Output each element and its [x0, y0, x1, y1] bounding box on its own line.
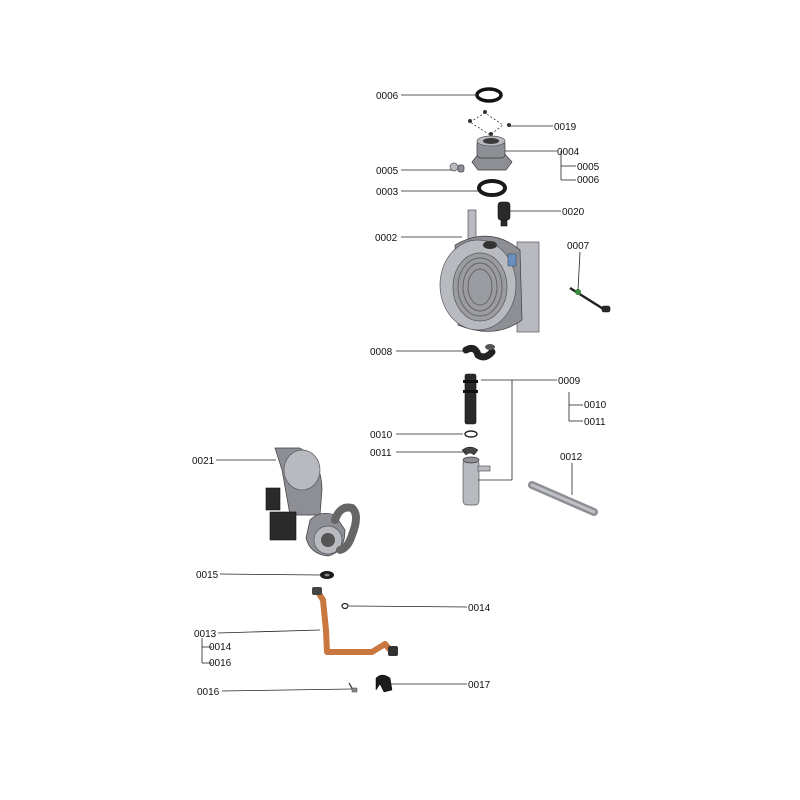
- callout-0013: 0013: [194, 629, 217, 640]
- callout-0013-sub-0014: 0014: [209, 642, 232, 653]
- part-0019-screws[interactable]: [468, 110, 511, 136]
- callout-0009: 0009: [558, 376, 581, 387]
- callout-0013-sub-0016: 0016: [209, 658, 232, 669]
- part-0002-heat-exchanger[interactable]: [439, 209, 540, 333]
- part-0015-washer[interactable]: [320, 571, 334, 579]
- callout-0004: 0004: [557, 147, 580, 158]
- callout-0006: 0006: [376, 91, 399, 102]
- leader-lines: [201, 94, 583, 692]
- part-0021-fan-gas-valve-assembly[interactable]: [265, 447, 360, 557]
- callout-0005: 0005: [376, 166, 399, 177]
- callout-0010: 0010: [370, 430, 393, 441]
- callout-0007: 0007: [567, 241, 590, 252]
- part-0017-clip[interactable]: [375, 674, 393, 693]
- callout-labels: 0006 0019 0004 0005 0006 0005 0003 0020 …: [192, 91, 607, 698]
- callout-0016: 0016: [197, 687, 220, 698]
- part-0013-copper-gas-pipe[interactable]: [312, 587, 398, 656]
- part-0016-test-nipple[interactable]: [348, 682, 358, 693]
- part-0005-test-plug[interactable]: [449, 162, 465, 173]
- part-0014-small-o-ring[interactable]: [341, 602, 349, 610]
- part-0008-elbow-hose[interactable]: [462, 344, 496, 361]
- callout-0012: 0012: [560, 452, 583, 463]
- part-0010-o-ring[interactable]: [464, 430, 478, 438]
- callout-0004-sub-0006: 0006: [577, 175, 600, 186]
- callout-0015: 0015: [196, 570, 219, 581]
- callout-0003: 0003: [376, 187, 399, 198]
- callout-0011: 0011: [370, 448, 392, 459]
- part-0004-flue-adaptor[interactable]: [471, 135, 513, 171]
- part-0009-condensate-trap[interactable]: [462, 456, 491, 506]
- callout-0019: 0019: [554, 122, 577, 133]
- part-0003-gasket[interactable]: [477, 179, 507, 197]
- part-0006-o-ring-top[interactable]: [475, 87, 503, 103]
- part-0011-clip[interactable]: [461, 446, 479, 456]
- callout-0009-sub-0010: 0010: [584, 400, 607, 411]
- callout-0020: 0020: [562, 207, 585, 218]
- part-0007-sensor-lead[interactable]: [569, 286, 611, 313]
- callout-0008: 0008: [370, 347, 393, 358]
- callout-0009-sub-0011: 0011: [584, 417, 606, 428]
- callout-0017: 0017: [468, 680, 491, 691]
- callout-0014: 0014: [468, 603, 491, 614]
- part-0020-air-vent[interactable]: [497, 201, 511, 227]
- callout-0002: 0002: [375, 233, 398, 244]
- callout-0021: 0021: [192, 456, 215, 467]
- part-0012-pipe[interactable]: [528, 481, 598, 516]
- part-0009-condensate-pipe[interactable]: [463, 373, 478, 425]
- callout-0004-sub-0005: 0005: [577, 162, 600, 173]
